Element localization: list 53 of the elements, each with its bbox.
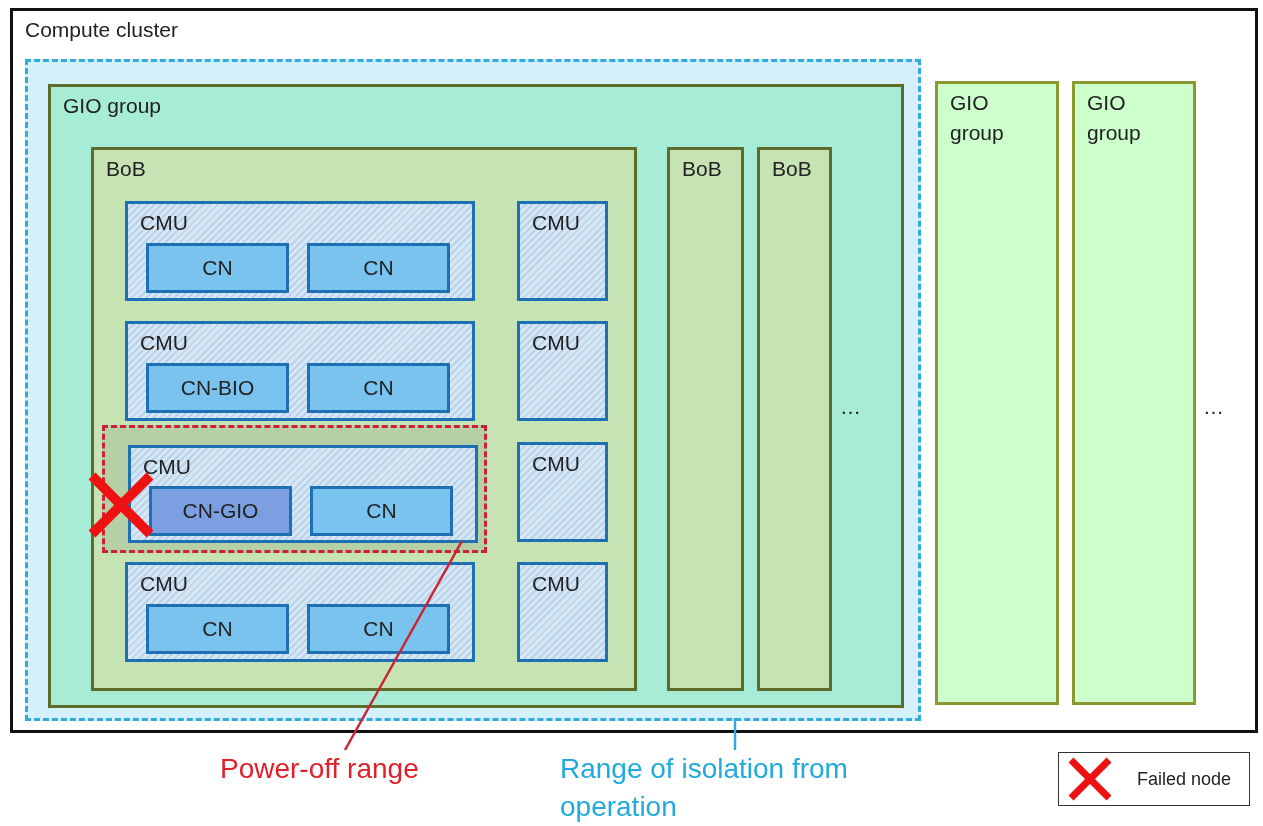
box-title: CMU [532,210,580,236]
legend-text: Failed node [1137,769,1232,790]
power-off-area [102,425,487,553]
leader-line [343,540,464,751]
node-label: CN-GIO [182,498,259,524]
box-title: CMU [532,451,580,477]
box-title: CMU [532,571,580,597]
node-label: CN-BIO [180,375,255,401]
box-title: Compute cluster [25,17,178,43]
node-box [307,243,450,293]
leader-line [733,718,737,750]
unit-box [517,201,608,301]
node-box [307,604,450,654]
group-box [1072,81,1196,705]
box-title: CMU [143,454,191,480]
box-title: BoB [682,156,722,182]
node-box [149,486,292,536]
box-title: GIO group [950,90,1005,146]
node-label: CN [202,255,233,281]
box-title: GIO group [63,93,162,119]
node-label: CN [363,616,394,642]
box-title: CMU [532,330,580,356]
unit-box [517,442,608,542]
box-title: CMU [140,210,188,236]
unit-box [125,201,475,301]
node-label: CN [363,375,394,401]
unit-box [125,562,475,662]
board-box [667,147,744,691]
cluster-box [10,8,1258,733]
box-title: CMU [140,330,188,356]
group-box [935,81,1059,705]
callout-text: Range of isolation from operation [560,753,848,822]
box-title: BoB [106,156,146,182]
node-box [310,486,453,536]
node-box [146,604,289,654]
node-label: CN [202,616,233,642]
unit-box [517,321,608,421]
unit-box [125,321,475,421]
node-box [146,363,289,413]
ellipsis-text: … [1203,395,1224,419]
box-title: BoB [772,156,812,182]
node-label: CN [366,498,397,524]
node-box [307,363,450,413]
unit-box [128,445,478,543]
unit-box [517,562,608,662]
box-title: GIO group [1087,90,1142,146]
node-label: CN [363,255,394,281]
board-box [757,147,832,691]
node-box [146,243,289,293]
callout-text: Power-off range [220,753,419,784]
box-title: CMU [140,571,188,597]
board-box [91,147,637,691]
ellipsis-text: … [840,395,861,419]
